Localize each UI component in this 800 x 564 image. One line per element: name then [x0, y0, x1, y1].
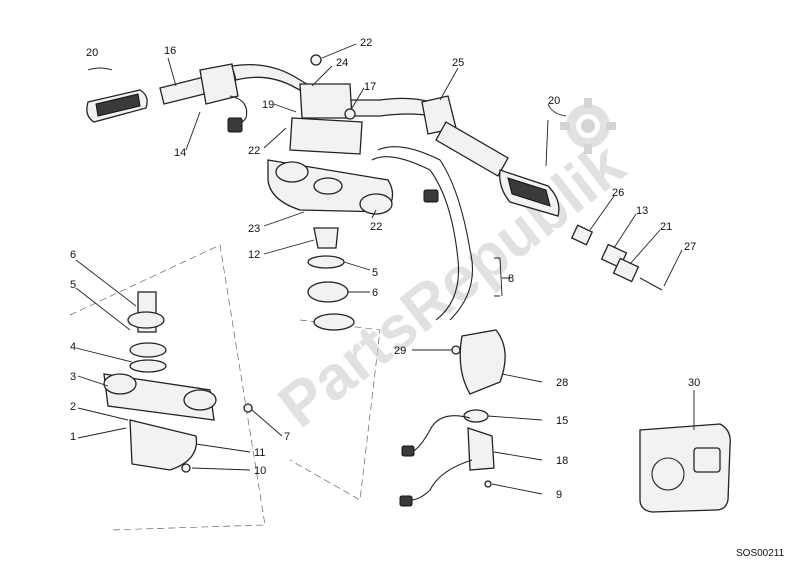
left-switch [199, 63, 239, 105]
callout-14: 14 [174, 147, 186, 159]
callout-13: 13 [636, 205, 648, 217]
stem-hole [313, 177, 343, 195]
callout-10: 10 [254, 465, 266, 477]
bar-end-26 [570, 224, 594, 246]
callout-labels: 20 16 22 24 17 25 20 19 14 22 23 22 12 5… [70, 37, 700, 501]
left-connector [227, 117, 243, 133]
bolt-7 [243, 403, 253, 413]
bar-end-21 [612, 257, 640, 283]
screw-10 [181, 463, 191, 473]
callout-1: 1 [70, 431, 76, 443]
fork-hole-left [275, 161, 309, 183]
ignition-assembly [399, 329, 506, 507]
ignition-cover-28 [459, 329, 506, 395]
callout-27: 27 [684, 241, 696, 253]
clamp-lower [289, 117, 363, 155]
callout-20b: 20 [548, 95, 560, 107]
callout-11: 11 [254, 447, 265, 459]
leader-lines [75, 43, 695, 495]
callout-20a: 20 [86, 47, 98, 59]
callout-9: 9 [556, 489, 562, 501]
cable-connector [423, 189, 439, 203]
callout-26: 26 [612, 187, 624, 199]
cover-11 [129, 419, 198, 471]
ignition-switch-18 [467, 427, 495, 471]
bearing-6b [127, 311, 165, 329]
callout-19: 19 [262, 99, 274, 111]
callout-29: 29 [394, 345, 406, 357]
callout-30: 30 [688, 377, 700, 389]
callout-18: 18 [556, 455, 568, 467]
callout-22c: 22 [370, 221, 382, 233]
key-kit-30 [639, 423, 731, 513]
seal-4 [129, 359, 167, 373]
callout-4: 4 [70, 341, 76, 353]
bolt-22a [310, 54, 322, 66]
callout-2: 2 [70, 401, 76, 413]
handlebar-assembly [86, 54, 663, 321]
callout-21: 21 [660, 221, 672, 233]
callout-7: 7 [284, 431, 290, 443]
callout-16: 16 [164, 45, 176, 57]
perspective-guides [69, 244, 381, 531]
callout-22b: 22 [248, 145, 260, 157]
screw-9 [484, 480, 492, 488]
callout-5b: 5 [70, 279, 76, 291]
diagram-code: SOS00211 [736, 548, 785, 559]
callout-3: 3 [70, 371, 76, 383]
callout-15: 15 [556, 415, 568, 427]
screw-27 [639, 277, 663, 291]
clamp-upper [299, 83, 353, 119]
callout-28: 28 [556, 377, 568, 389]
bearing-6a [307, 281, 349, 303]
callout-6b: 6 [70, 249, 76, 261]
watermark-gear-icon [560, 98, 616, 154]
callout-23: 23 [248, 223, 260, 235]
callout-17: 17 [364, 81, 376, 93]
callout-8: 8 [508, 273, 514, 285]
washer-5b [129, 342, 167, 358]
bolt-17 [344, 108, 356, 120]
washer-5a [307, 255, 345, 269]
callout-5a: 5 [372, 267, 378, 279]
callout-22a: 22 [360, 37, 372, 49]
triple-clamp-assembly [267, 159, 394, 331]
callout-12: 12 [248, 249, 260, 261]
dust-seal [313, 313, 355, 331]
ring-15 [463, 409, 489, 423]
right-bar-tube [435, 121, 509, 177]
callout-24: 24 [336, 57, 348, 69]
stem-nut-12 [313, 227, 339, 249]
steering-stem-assembly [103, 291, 253, 473]
callout-25: 25 [452, 57, 464, 69]
screw-29 [451, 345, 461, 355]
callout-6a: 6 [372, 287, 378, 299]
fork-hole-right [359, 193, 393, 215]
